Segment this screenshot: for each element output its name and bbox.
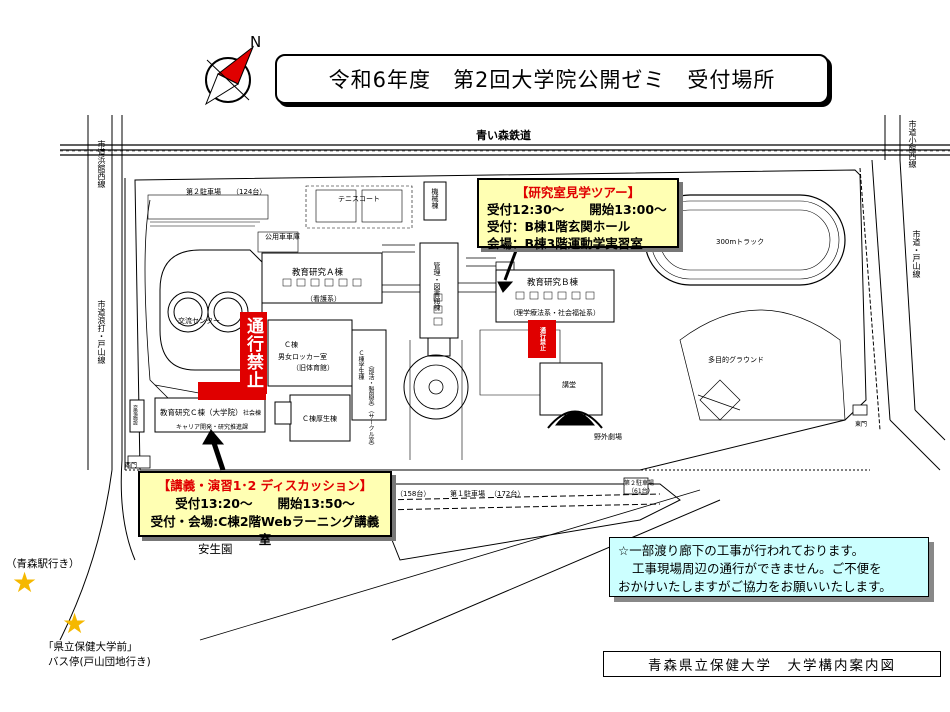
- railway-label: 青い森鉄道: [476, 129, 531, 142]
- admin-library-label: 管理・図書館棟: [433, 262, 441, 311]
- ground-label: 多目的グラウンド: [708, 356, 764, 364]
- tennis-courts: [305, 185, 413, 229]
- lecture-heading: 【講義・演習1･2 ディスカッション】: [157, 478, 373, 493]
- corridor-a-admin: [382, 244, 420, 293]
- page-title: 令和6年度 第2回大学院公開ゼミ 受付場所: [275, 54, 829, 104]
- tour-line-3: 会場：B棟3階運動学実習室: [487, 236, 643, 251]
- notice-line-3: おかけいたしますがご協力をお願いいたします。: [618, 579, 892, 594]
- notice-line-2: 工事現場周辺の通行ができません。ご不便を: [632, 561, 882, 576]
- roundabout: [403, 340, 469, 460]
- vehicle-garage-label: 公用車車庫: [265, 233, 300, 241]
- machine-building: [423, 181, 447, 221]
- parking-2-capacity: （124台）: [232, 188, 267, 196]
- parking-2-lines: [147, 194, 269, 227]
- c-student-label: Ｃ棟学生棟: [357, 350, 364, 380]
- building-c-shapes: [129, 319, 387, 442]
- no-entry-sign-small: 通行禁止: [528, 320, 556, 358]
- career-office-label: キャリア開発・研究推進課: [176, 424, 249, 431]
- parking-small-capacity: （61台）: [628, 488, 654, 495]
- west-gate-label: 西門: [125, 462, 138, 469]
- parking-2-label: 第２駐車場: [186, 188, 221, 196]
- tour-callout: 【研究室見学ツアー】 受付12:30～ 開始13:00～ 受付：B棟1階玄関ホー…: [477, 178, 679, 251]
- road-label-right: 市道小館西線: [908, 120, 917, 168]
- bus-stop-destination: バス停(戸山団地行き): [48, 656, 151, 668]
- bus-stop-star-icon-2: ★: [62, 607, 88, 640]
- aomori-station-label: （青森駅行き）: [6, 558, 80, 570]
- building-b-shape: [495, 269, 615, 323]
- parking-small-label: 第２駐車場: [624, 480, 655, 487]
- campus-boundary: [124, 169, 870, 641]
- auditorium-label: 講堂: [562, 381, 576, 389]
- compass-north-label: N: [250, 33, 262, 51]
- lecture-line-2: 受付・会場:C棟2階Webラーニング講義室: [150, 514, 380, 547]
- machine-building-label: 機械棟: [431, 188, 439, 209]
- map-footer-title: 青森県立保健大学 大学構内案内図: [603, 651, 941, 677]
- locker-room-label: 男女ロッカー室: [278, 353, 327, 361]
- parking-1-label: 第１駐車場: [450, 490, 485, 498]
- right-roads: [859, 115, 946, 471]
- notice-line-1: ☆一部渡り廊下の工事が行われております。: [618, 543, 865, 558]
- building-a-sub: （看護系）: [306, 295, 341, 303]
- substation-label: 変電施設: [132, 405, 138, 425]
- gate-structures: [127, 404, 868, 495]
- building-a-label: 教育研究Ａ棟: [292, 268, 344, 278]
- left-roads: [59, 115, 136, 641]
- tour-heading: 【研究室見学ツアー】: [515, 185, 641, 200]
- building-c-label: 教育研究Ｃ棟（大学院）: [160, 408, 243, 417]
- outdoor-theater-label: 野外劇場: [594, 433, 622, 441]
- building-b-label: 教育研究Ｂ棟: [527, 278, 579, 288]
- road-label-left: 市道浜館西線: [97, 140, 106, 188]
- building-c-note: 社会棟: [243, 410, 262, 417]
- railway-line: [60, 144, 950, 156]
- building-b-sub: （理学療法系・社会福祉系）: [509, 309, 600, 317]
- lecture-line-1: 受付13:20～ 開始13:50～: [175, 496, 355, 511]
- exchange-center-label: 交流センター: [178, 317, 220, 325]
- no-entry-sign-large: 通行禁止: [240, 312, 267, 394]
- tour-line-1: 受付12:30～ 開始13:00～: [487, 202, 667, 217]
- lecture-callout: 【講義・演習1･2 ディスカッション】 受付13:20～ 開始13:50～ 受付…: [138, 471, 392, 547]
- building-a-shape: [257, 231, 383, 304]
- bus-stop-name: 「県立保健大学前」: [43, 641, 138, 653]
- anseien-label: 安生園: [198, 542, 233, 556]
- admin-library-shape: [419, 242, 459, 357]
- callout-pointers: [202, 247, 519, 471]
- building-c-top-label: Ｃ棟: [284, 341, 298, 349]
- auditorium-shape: [479, 329, 603, 429]
- c-student-sub: （部活・製図室）（サークル室）: [367, 362, 374, 449]
- east-gate-label: 東門: [855, 421, 868, 428]
- tennis-label: テニスコート: [338, 195, 380, 203]
- road-label-right2: 市道・戸山線: [912, 230, 921, 278]
- compass-icon: [204, 45, 255, 106]
- parking-1-capacity: （172台）: [490, 490, 525, 498]
- construction-notice: ☆一部渡り廊下の工事が行われております。 工事現場周辺の通行ができません。ご不便…: [609, 537, 929, 597]
- old-gym-label: （旧体育館）: [292, 364, 334, 372]
- road-label-left2: 市道浪打・戸山線: [97, 300, 106, 364]
- tour-line-2: 受付：B棟1階玄関ホール: [487, 219, 631, 234]
- track-label: 300mトラック: [716, 238, 765, 246]
- ground-shape: [679, 309, 846, 421]
- bus-stop-star-icon: ★: [12, 566, 38, 599]
- welfare-building-label: Ｃ棟厚生棟: [302, 415, 337, 423]
- parking-158-capacity: （158台）: [396, 490, 431, 498]
